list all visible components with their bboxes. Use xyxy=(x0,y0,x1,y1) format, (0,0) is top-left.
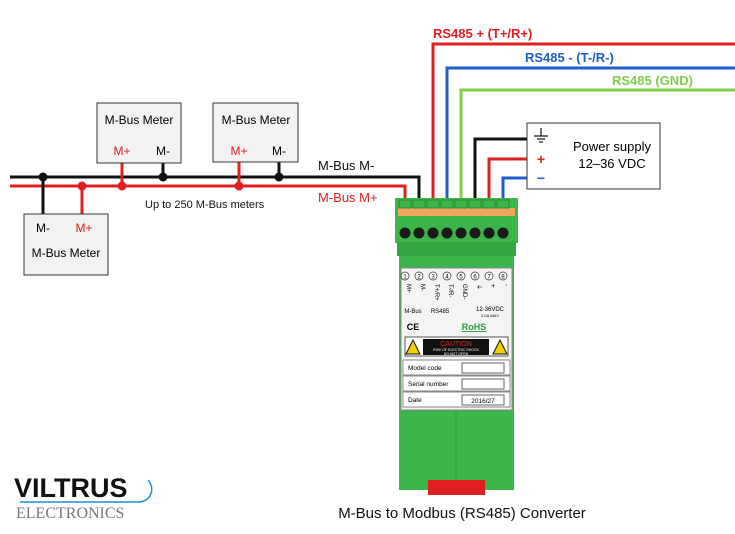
pin-label: GND- xyxy=(461,284,467,299)
junction-dots xyxy=(38,172,284,191)
label-rs485-plus: RS485 + (T+/R+) xyxy=(433,26,532,41)
meter-1: M-Bus Meter M+ M- xyxy=(96,102,182,164)
terminal-number-marker xyxy=(428,271,438,281)
pin-label: T+/R+ xyxy=(433,284,439,301)
svg-text:12-36VDC: 12-36VDC xyxy=(476,307,505,313)
terminal-top xyxy=(482,199,496,209)
pin-label: M+ xyxy=(405,284,411,293)
terminal-top xyxy=(468,199,482,209)
terminal-number: 4 xyxy=(445,275,449,281)
svg-text:RISK OF ELECTRIC SHOCK: RISK OF ELECTRIC SHOCK xyxy=(433,348,479,352)
svg-text:M-: M- xyxy=(156,144,170,158)
pin-label: + xyxy=(489,284,495,288)
wire-rs485-minus xyxy=(445,66,735,228)
label-rs485-gnd: RS485 (GND) xyxy=(612,73,693,88)
svg-text:Power supply: Power supply xyxy=(573,139,652,154)
terminal-screw[interactable] xyxy=(427,227,439,239)
svg-text:2.0A MAX: 2.0A MAX xyxy=(481,313,499,318)
svg-text:+: + xyxy=(537,151,545,167)
viltrus-logo: VILTRUS ELECTRONICS xyxy=(14,473,153,522)
terminal-number: 6 xyxy=(473,275,477,281)
svg-text:RS485: RS485 xyxy=(431,309,450,315)
terminal-number-marker xyxy=(498,271,508,281)
svg-text:12–36 VDC: 12–36 VDC xyxy=(578,156,645,171)
terminal-number-marker xyxy=(442,271,452,281)
terminal-number-marker xyxy=(470,271,480,281)
svg-text:M+: M+ xyxy=(75,221,92,235)
terminal-screw[interactable] xyxy=(497,227,509,239)
caption: M-Bus to Modbus (RS485) Converter xyxy=(338,505,586,522)
terminal-top xyxy=(496,199,510,209)
terminal-top xyxy=(412,199,426,209)
field-label: Serial number xyxy=(408,381,449,388)
svg-text:M-: M- xyxy=(272,144,286,158)
terminal-top xyxy=(454,199,468,209)
meter-2: M-Bus Meter M+ M- xyxy=(212,102,299,163)
terminal-screw[interactable] xyxy=(483,227,495,239)
terminal-top xyxy=(398,199,412,209)
wire-rs485-plus xyxy=(431,42,735,228)
terminal-number-marker xyxy=(414,271,424,281)
svg-text:M-Bus: M-Bus xyxy=(404,309,421,315)
power-supply: + − Power supply 12–36 VDC xyxy=(526,122,661,190)
svg-text:CAUTION: CAUTION xyxy=(440,341,472,348)
terminal-screw[interactable] xyxy=(441,227,453,239)
terminal-number: 3 xyxy=(431,275,435,281)
ground-icon xyxy=(534,128,548,143)
svg-text:−: − xyxy=(537,170,545,186)
terminal-screw[interactable] xyxy=(413,227,425,239)
rohs-mark: RoHS xyxy=(462,322,487,332)
wire-rs485-gnd xyxy=(459,88,735,228)
terminal-number: 2 xyxy=(417,275,421,281)
ce-mark: CE xyxy=(407,322,420,332)
terminal-screw[interactable] xyxy=(399,227,411,239)
field-value-box xyxy=(461,394,505,406)
label-mbus-minus: M-Bus M- xyxy=(318,158,374,173)
svg-text:M-Bus Meter: M-Bus Meter xyxy=(105,113,174,127)
label-mbus-plus: M-Bus M+ xyxy=(318,190,378,205)
label-rs485-minus: RS485 - (T-/R-) xyxy=(525,50,614,65)
svg-text:M-Bus Meter: M-Bus Meter xyxy=(222,113,291,127)
field-label: Date xyxy=(408,397,422,404)
terminal-number: 8 xyxy=(501,275,505,281)
terminal-number: 1 xyxy=(403,275,407,281)
terminal-number-marker xyxy=(456,271,466,281)
terminal-number: 7 xyxy=(487,275,491,281)
terminal-number-marker xyxy=(484,271,494,281)
svg-text:M+: M+ xyxy=(113,144,130,158)
terminal-screw[interactable] xyxy=(469,227,481,239)
terminal-number-marker xyxy=(400,271,410,281)
pin-label: T-/R- xyxy=(447,284,453,297)
field-value: 2016/27 xyxy=(471,398,495,405)
svg-text:DO NOT OPEN: DO NOT OPEN xyxy=(444,352,469,356)
pin-label: - xyxy=(503,284,509,286)
terminal-screw[interactable] xyxy=(455,227,467,239)
din-clip xyxy=(428,480,485,495)
svg-text:VILTRUS: VILTRUS xyxy=(14,473,128,503)
terminal-top xyxy=(440,199,454,209)
field-label: Model code xyxy=(408,365,442,372)
terminal-top xyxy=(426,199,440,209)
terminal-number: 5 xyxy=(459,275,463,281)
field-value-box xyxy=(461,362,505,374)
svg-text:M-Bus Meter: M-Bus Meter xyxy=(32,246,101,260)
pin-label: ⏚ xyxy=(475,284,482,290)
field-value-box xyxy=(461,378,505,390)
pin-label: M- xyxy=(419,284,425,291)
svg-text:ELECTRONICS: ELECTRONICS xyxy=(16,505,124,522)
svg-text:M+: M+ xyxy=(230,144,247,158)
meter-3: M- M+ M-Bus Meter xyxy=(23,213,109,276)
meters-note: Up to 250 M-Bus meters xyxy=(145,199,265,211)
svg-text:M-: M- xyxy=(36,221,50,235)
